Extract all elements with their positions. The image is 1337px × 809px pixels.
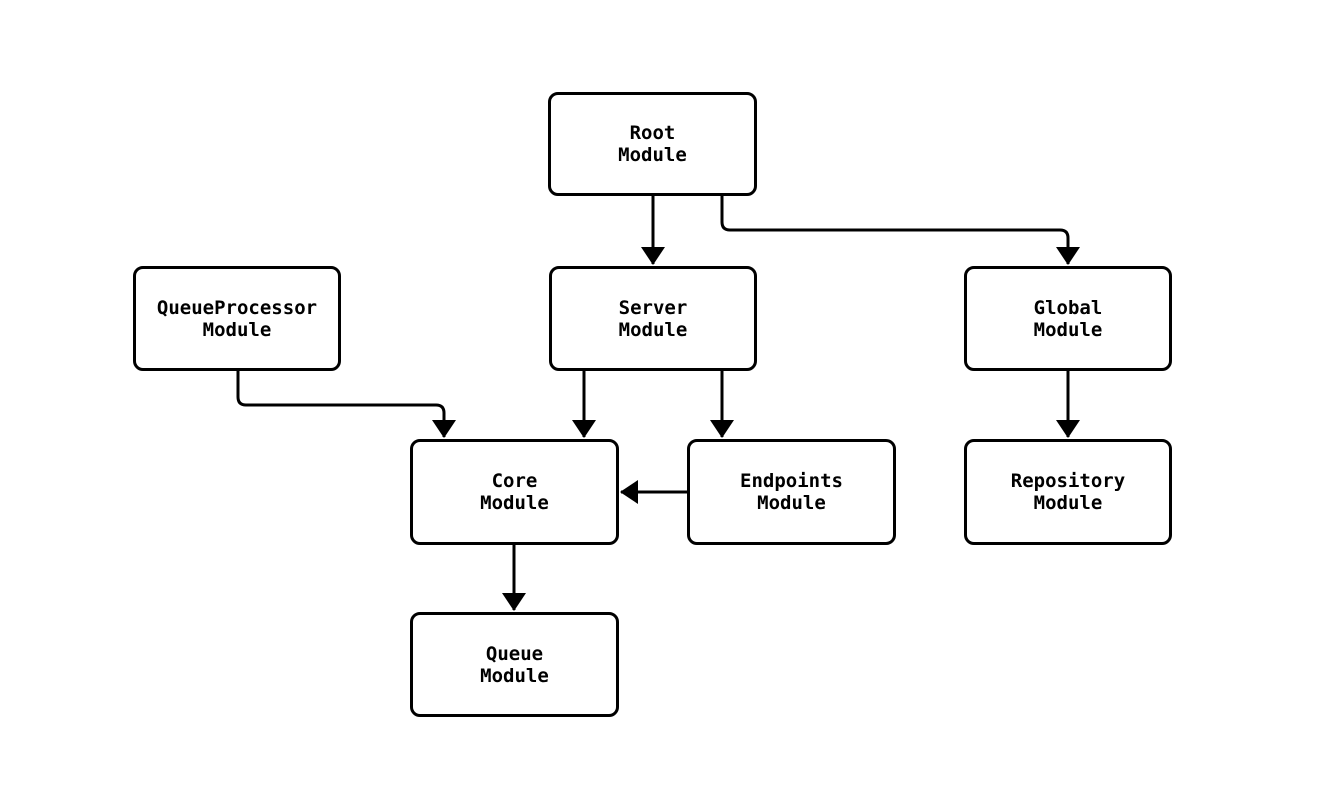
- node-root-module-name: Root: [629, 122, 676, 144]
- node-root-module: Root Module: [548, 92, 757, 196]
- node-core-module: Core Module: [410, 439, 619, 545]
- node-endpoints-module-name: Endpoints: [740, 470, 843, 492]
- node-queueprocessor-module-name: QueueProcessor: [156, 296, 318, 319]
- node-server-module: Server Module: [549, 266, 757, 371]
- node-server-module-name: Server: [618, 296, 688, 319]
- node-repository-module-type: Module: [1033, 492, 1103, 514]
- node-core-module-name: Core: [491, 470, 538, 492]
- node-global-module: Global Module: [964, 266, 1172, 371]
- node-endpoints-module: Endpoints Module: [687, 439, 896, 545]
- node-core-module-type: Module: [480, 492, 549, 514]
- node-queue-module: Queue Module: [410, 612, 619, 717]
- node-root-module-type: Module: [618, 144, 687, 166]
- node-endpoints-module-type: Module: [757, 492, 826, 514]
- node-repository-module: Repository Module: [964, 439, 1172, 545]
- node-global-module-name: Global: [1033, 296, 1103, 319]
- edge-root-to-global: [720, 196, 1080, 265]
- node-queueprocessor-module: QueueProcessor Module: [133, 266, 341, 371]
- edge-queueprocessor-to-core: [236, 371, 456, 438]
- node-queueprocessor-module-type: Module: [202, 318, 272, 341]
- node-queue-module-name: Queue: [485, 642, 544, 665]
- node-server-module-type: Module: [618, 318, 688, 341]
- node-global-module-type: Module: [1033, 318, 1103, 341]
- node-repository-module-name: Repository: [1010, 470, 1126, 492]
- node-queue-module-type: Module: [480, 664, 549, 687]
